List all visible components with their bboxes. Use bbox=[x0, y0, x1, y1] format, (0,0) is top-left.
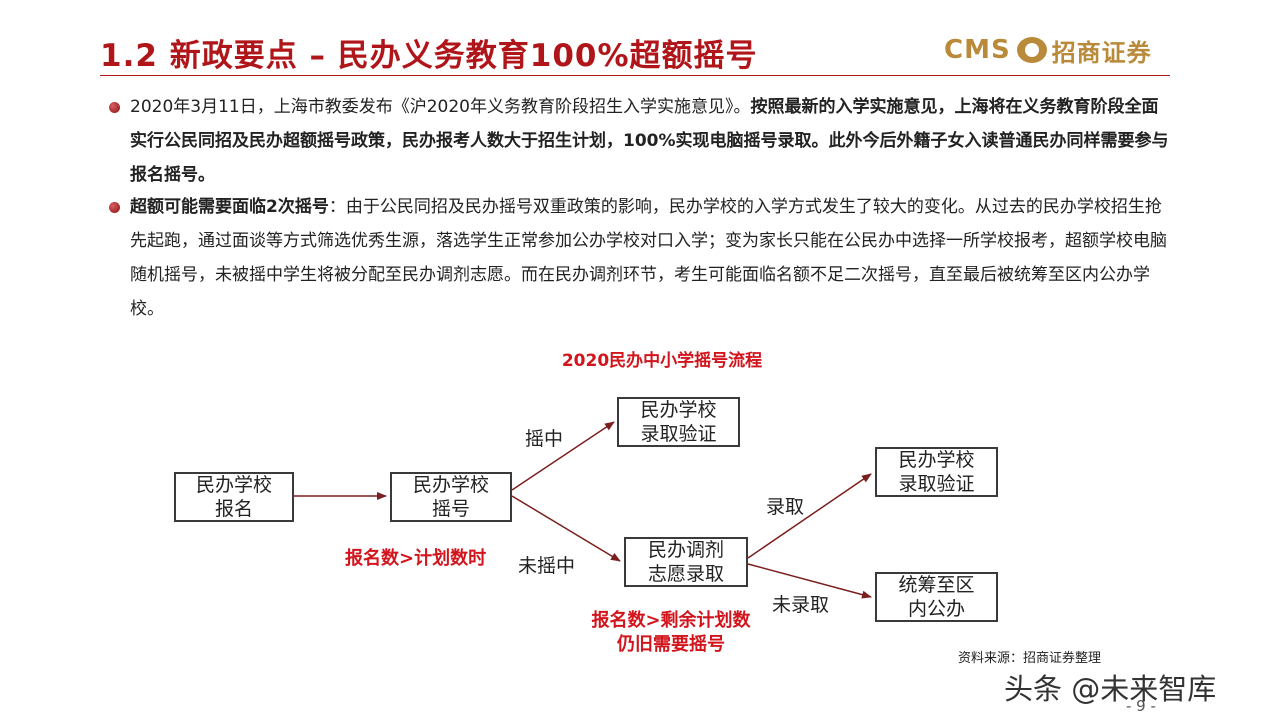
box-public-line1: 统筹至区 bbox=[898, 574, 975, 596]
edge-label-not-won: 未摇中 bbox=[518, 555, 576, 577]
logo-text-latin: CMS bbox=[944, 35, 1011, 65]
box-adjust-line1: 民办调剂 bbox=[647, 539, 724, 561]
box-apply-line1: 民办学校 bbox=[195, 474, 272, 496]
arrow-lottery-to-adjust bbox=[511, 495, 621, 562]
edge-label-admitted: 录取 bbox=[766, 496, 805, 518]
box-verify-2: 民办学校 录取验证 bbox=[875, 447, 998, 497]
paragraph-1-lead: 2020年3月11日，上海市教委发布《沪2020年义务教育阶段招生入学实施意见》… bbox=[130, 97, 751, 117]
bullet-icon bbox=[109, 102, 120, 113]
company-logo: CMS 招商证券 bbox=[944, 33, 1152, 67]
note-remaining-plan-line2: 仍旧需要摇号 bbox=[617, 634, 725, 655]
box-verify-1-line1: 民办学校 bbox=[640, 399, 717, 421]
box-lottery: 民办学校 摇号 bbox=[390, 472, 512, 522]
bullet-icon bbox=[109, 202, 120, 213]
box-public: 统筹至区 内公办 bbox=[875, 572, 998, 622]
box-adjust: 民办调剂 志愿录取 bbox=[624, 537, 748, 587]
logo-text-cn: 招商证券 bbox=[1051, 37, 1152, 67]
box-public-line2: 内公办 bbox=[907, 598, 965, 620]
arrow-lottery-to-verify bbox=[511, 421, 615, 491]
box-verify-1: 民办学校 录取验证 bbox=[617, 397, 740, 447]
box-lottery-line2: 摇号 bbox=[431, 498, 470, 520]
watermark: 头条 @未来智库 bbox=[1004, 672, 1217, 706]
box-verify-2-line2: 录取验证 bbox=[898, 473, 975, 495]
flow-title: 2020民办中小学摇号流程 bbox=[561, 351, 763, 371]
note-over-plan: 报名数>计划数时 bbox=[345, 548, 487, 569]
paragraph-2-rest: ：由于公民同招及民办摇号双重政策的影响，民办学校的入学方式发生了较大的变化。从过… bbox=[130, 197, 1167, 319]
paragraph-1: 2020年3月11日，上海市教委发布《沪2020年义务教育阶段招生入学实施意见》… bbox=[109, 90, 1170, 192]
box-verify-2-line1: 民办学校 bbox=[898, 449, 975, 471]
box-verify-1-line2: 录取验证 bbox=[640, 423, 717, 445]
arrow-adjust-to-verify bbox=[747, 473, 872, 559]
arrow-adjust-to-public bbox=[747, 563, 872, 599]
note-remaining-plan-line1: 报名数>剩余计划数 bbox=[591, 610, 751, 631]
page-title: 1.2 新政要点 – 民办义务教育100%超额摇号 bbox=[100, 38, 758, 74]
box-apply-line2: 报名 bbox=[214, 498, 253, 520]
logo-mark-icon bbox=[1016, 37, 1047, 63]
source-note: 资料来源：招商证券整理 bbox=[958, 651, 1102, 666]
page-number: - 9 - bbox=[1126, 697, 1156, 715]
box-adjust-line2: 志愿录取 bbox=[647, 563, 724, 585]
paragraph-2: 超额可能需要面临2次摇号：由于公民同招及民办摇号双重政策的影响，民办学校的入学方… bbox=[109, 190, 1170, 326]
box-lottery-line1: 民办学校 bbox=[412, 474, 489, 496]
edge-label-won: 摇中 bbox=[525, 428, 564, 450]
note-remaining-plan: 报名数>剩余计划数 仍旧需要摇号 bbox=[575, 609, 767, 657]
edge-label-not-admitted: 未录取 bbox=[772, 594, 830, 616]
box-apply: 民办学校 报名 bbox=[174, 472, 294, 522]
title-divider bbox=[100, 75, 1170, 76]
paragraph-1-bold: 按照最新的入学实施意见，上海将在义务教育阶段全面实行公民同招及民办超额摇号政策，… bbox=[130, 97, 1169, 185]
paragraph-2-bold: 超额可能需要面临2次摇号 bbox=[130, 197, 329, 217]
